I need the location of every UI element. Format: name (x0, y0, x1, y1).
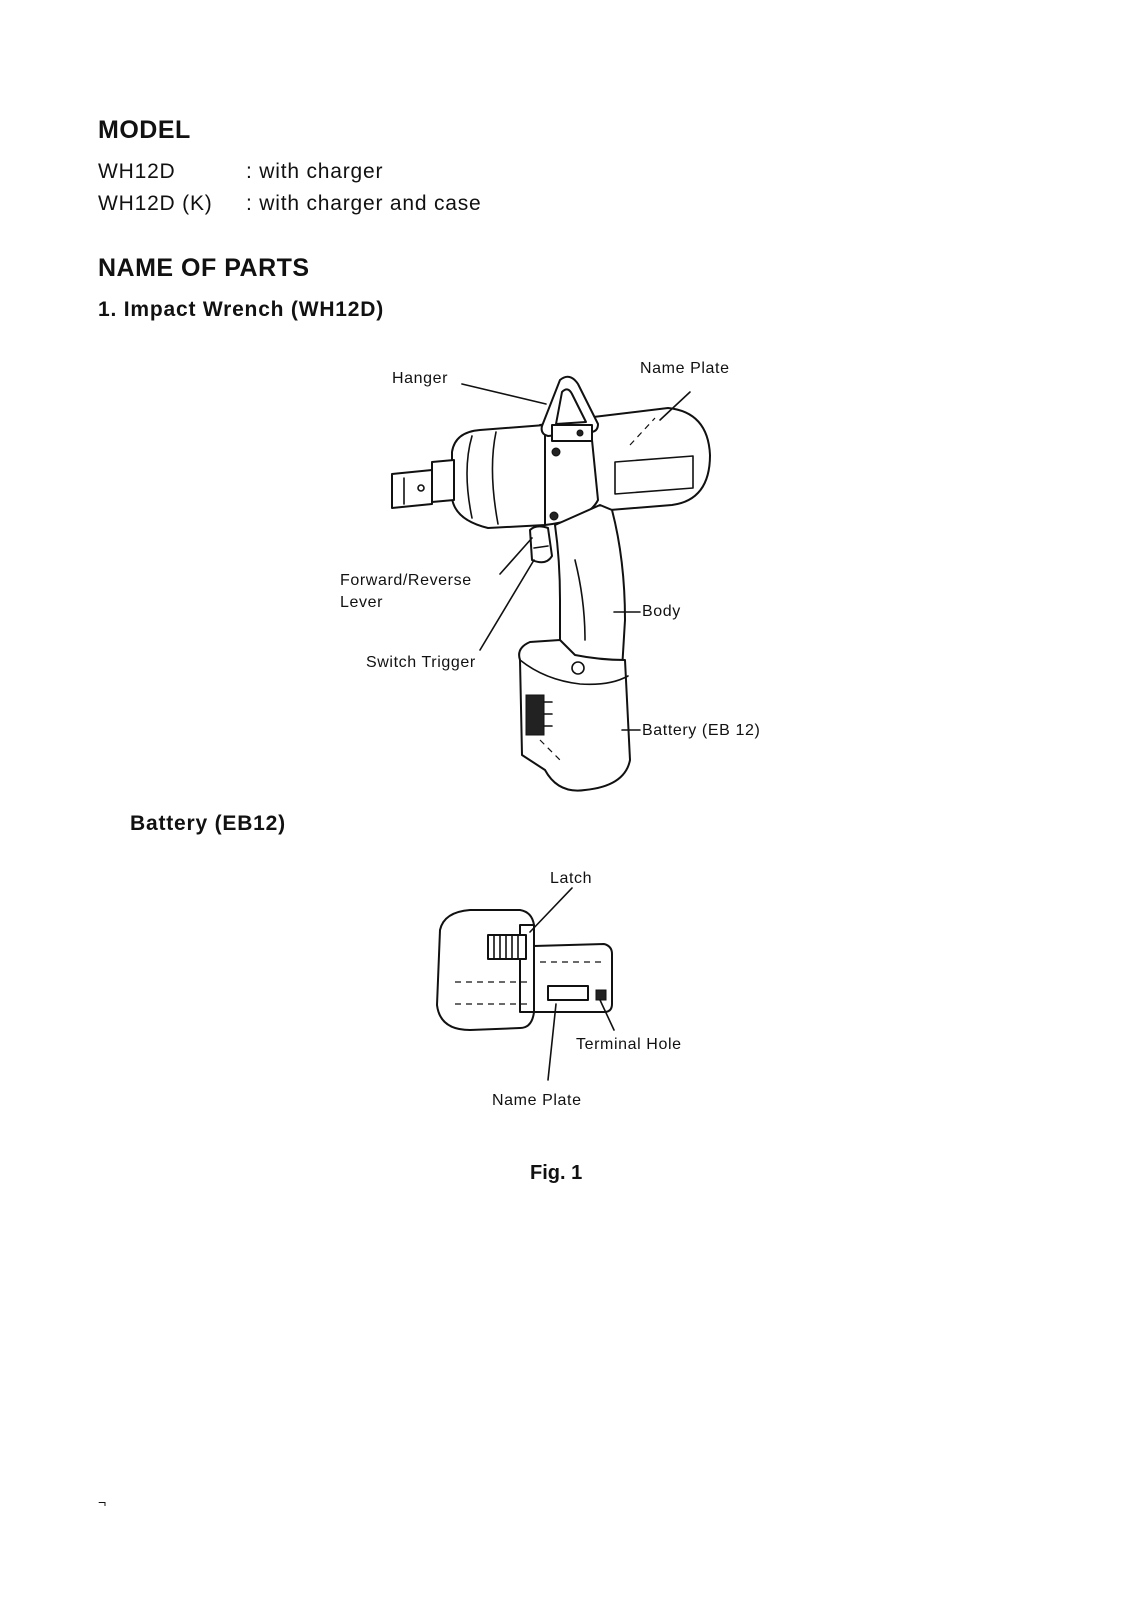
label-latch: Latch (550, 870, 593, 887)
label-body: Body (642, 603, 681, 620)
model-desc-1: : with charger (246, 160, 384, 183)
model-heading: MODEL (98, 116, 191, 144)
label-switch-trigger: Switch Trigger (366, 654, 476, 671)
figure-caption: Fig. 1 (530, 1162, 583, 1184)
battery-drawing (436, 909, 613, 1031)
label-name-plate: Name Plate (640, 360, 730, 377)
model-desc-2: : with charger and case (246, 192, 482, 215)
label-battery-name-plate: Name Plate (492, 1092, 582, 1109)
page-mark: ¬ (98, 1494, 107, 1510)
label-fr-lever-2: Lever (340, 594, 384, 611)
label-hanger: Hanger (392, 370, 449, 387)
battery-heading: Battery (EB12) (130, 812, 286, 835)
wrench-leader-lines (461, 383, 691, 731)
wrench-heading: 1. Impact Wrench (WH12D) (98, 298, 385, 321)
label-fr-lever-1: Forward/Reverse (340, 572, 472, 589)
battery-leader-lines (529, 887, 615, 1081)
model-code-2: WH12D (K) (98, 192, 213, 215)
label-terminal-hole: Terminal Hole (576, 1036, 682, 1053)
impact-wrench-drawing (391, 375, 711, 792)
parts-heading: NAME OF PARTS (98, 254, 310, 282)
model-code-1: WH12D (98, 160, 176, 183)
label-battery-eb12: Battery (EB 12) (642, 722, 761, 739)
